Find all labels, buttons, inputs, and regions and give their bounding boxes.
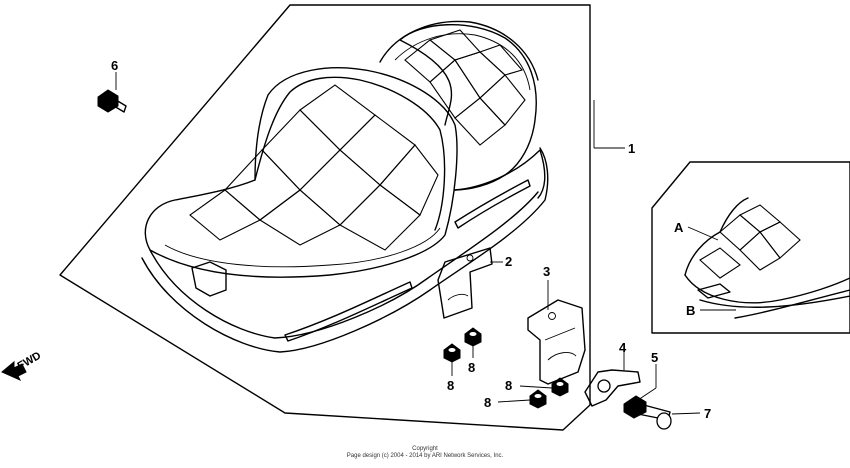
part-6-knob-bolt	[97, 72, 127, 113]
detail-seat-section	[684, 197, 850, 319]
callout-5: 5	[651, 350, 658, 365]
leader-8c	[519, 385, 553, 389]
copyright-notice: Page design (c) 2004 - 2014 by ARI Netwo…	[346, 453, 504, 459]
part-4-latch	[584, 350, 641, 407]
seat-assembly	[141, 20, 549, 353]
callout-B: B	[686, 303, 695, 318]
callout-8-center: 8	[468, 360, 475, 375]
leader-8d	[497, 399, 531, 403]
part-5-bolt	[623, 364, 671, 421]
detail-inset-boundary	[651, 161, 850, 334]
part-3-hinge-bracket	[527, 280, 586, 385]
callout-1: 1	[628, 141, 635, 156]
part-8-nuts	[443, 327, 569, 409]
callout-4: 4	[619, 340, 627, 355]
callout-A: A	[674, 220, 684, 235]
callout-2: 2	[505, 254, 512, 269]
callout-8-left: 8	[447, 378, 454, 393]
callout-8-right-upper: 8	[505, 378, 512, 393]
part-2-bracket	[437, 247, 503, 319]
callout-3: 3	[543, 264, 550, 279]
callout-8-right-lower: 8	[484, 395, 491, 410]
assembly-boundary	[59, 4, 591, 431]
part-7-washer	[656, 412, 701, 430]
callout-6: 6	[111, 58, 118, 73]
callout-7: 7	[704, 406, 711, 421]
forward-direction-arrow: FWD	[1, 350, 44, 382]
fwd-label: FWD	[16, 350, 44, 373]
copyright-heading: Copyright	[412, 446, 438, 452]
leader-A	[687, 226, 719, 241]
leader-7	[671, 412, 701, 415]
